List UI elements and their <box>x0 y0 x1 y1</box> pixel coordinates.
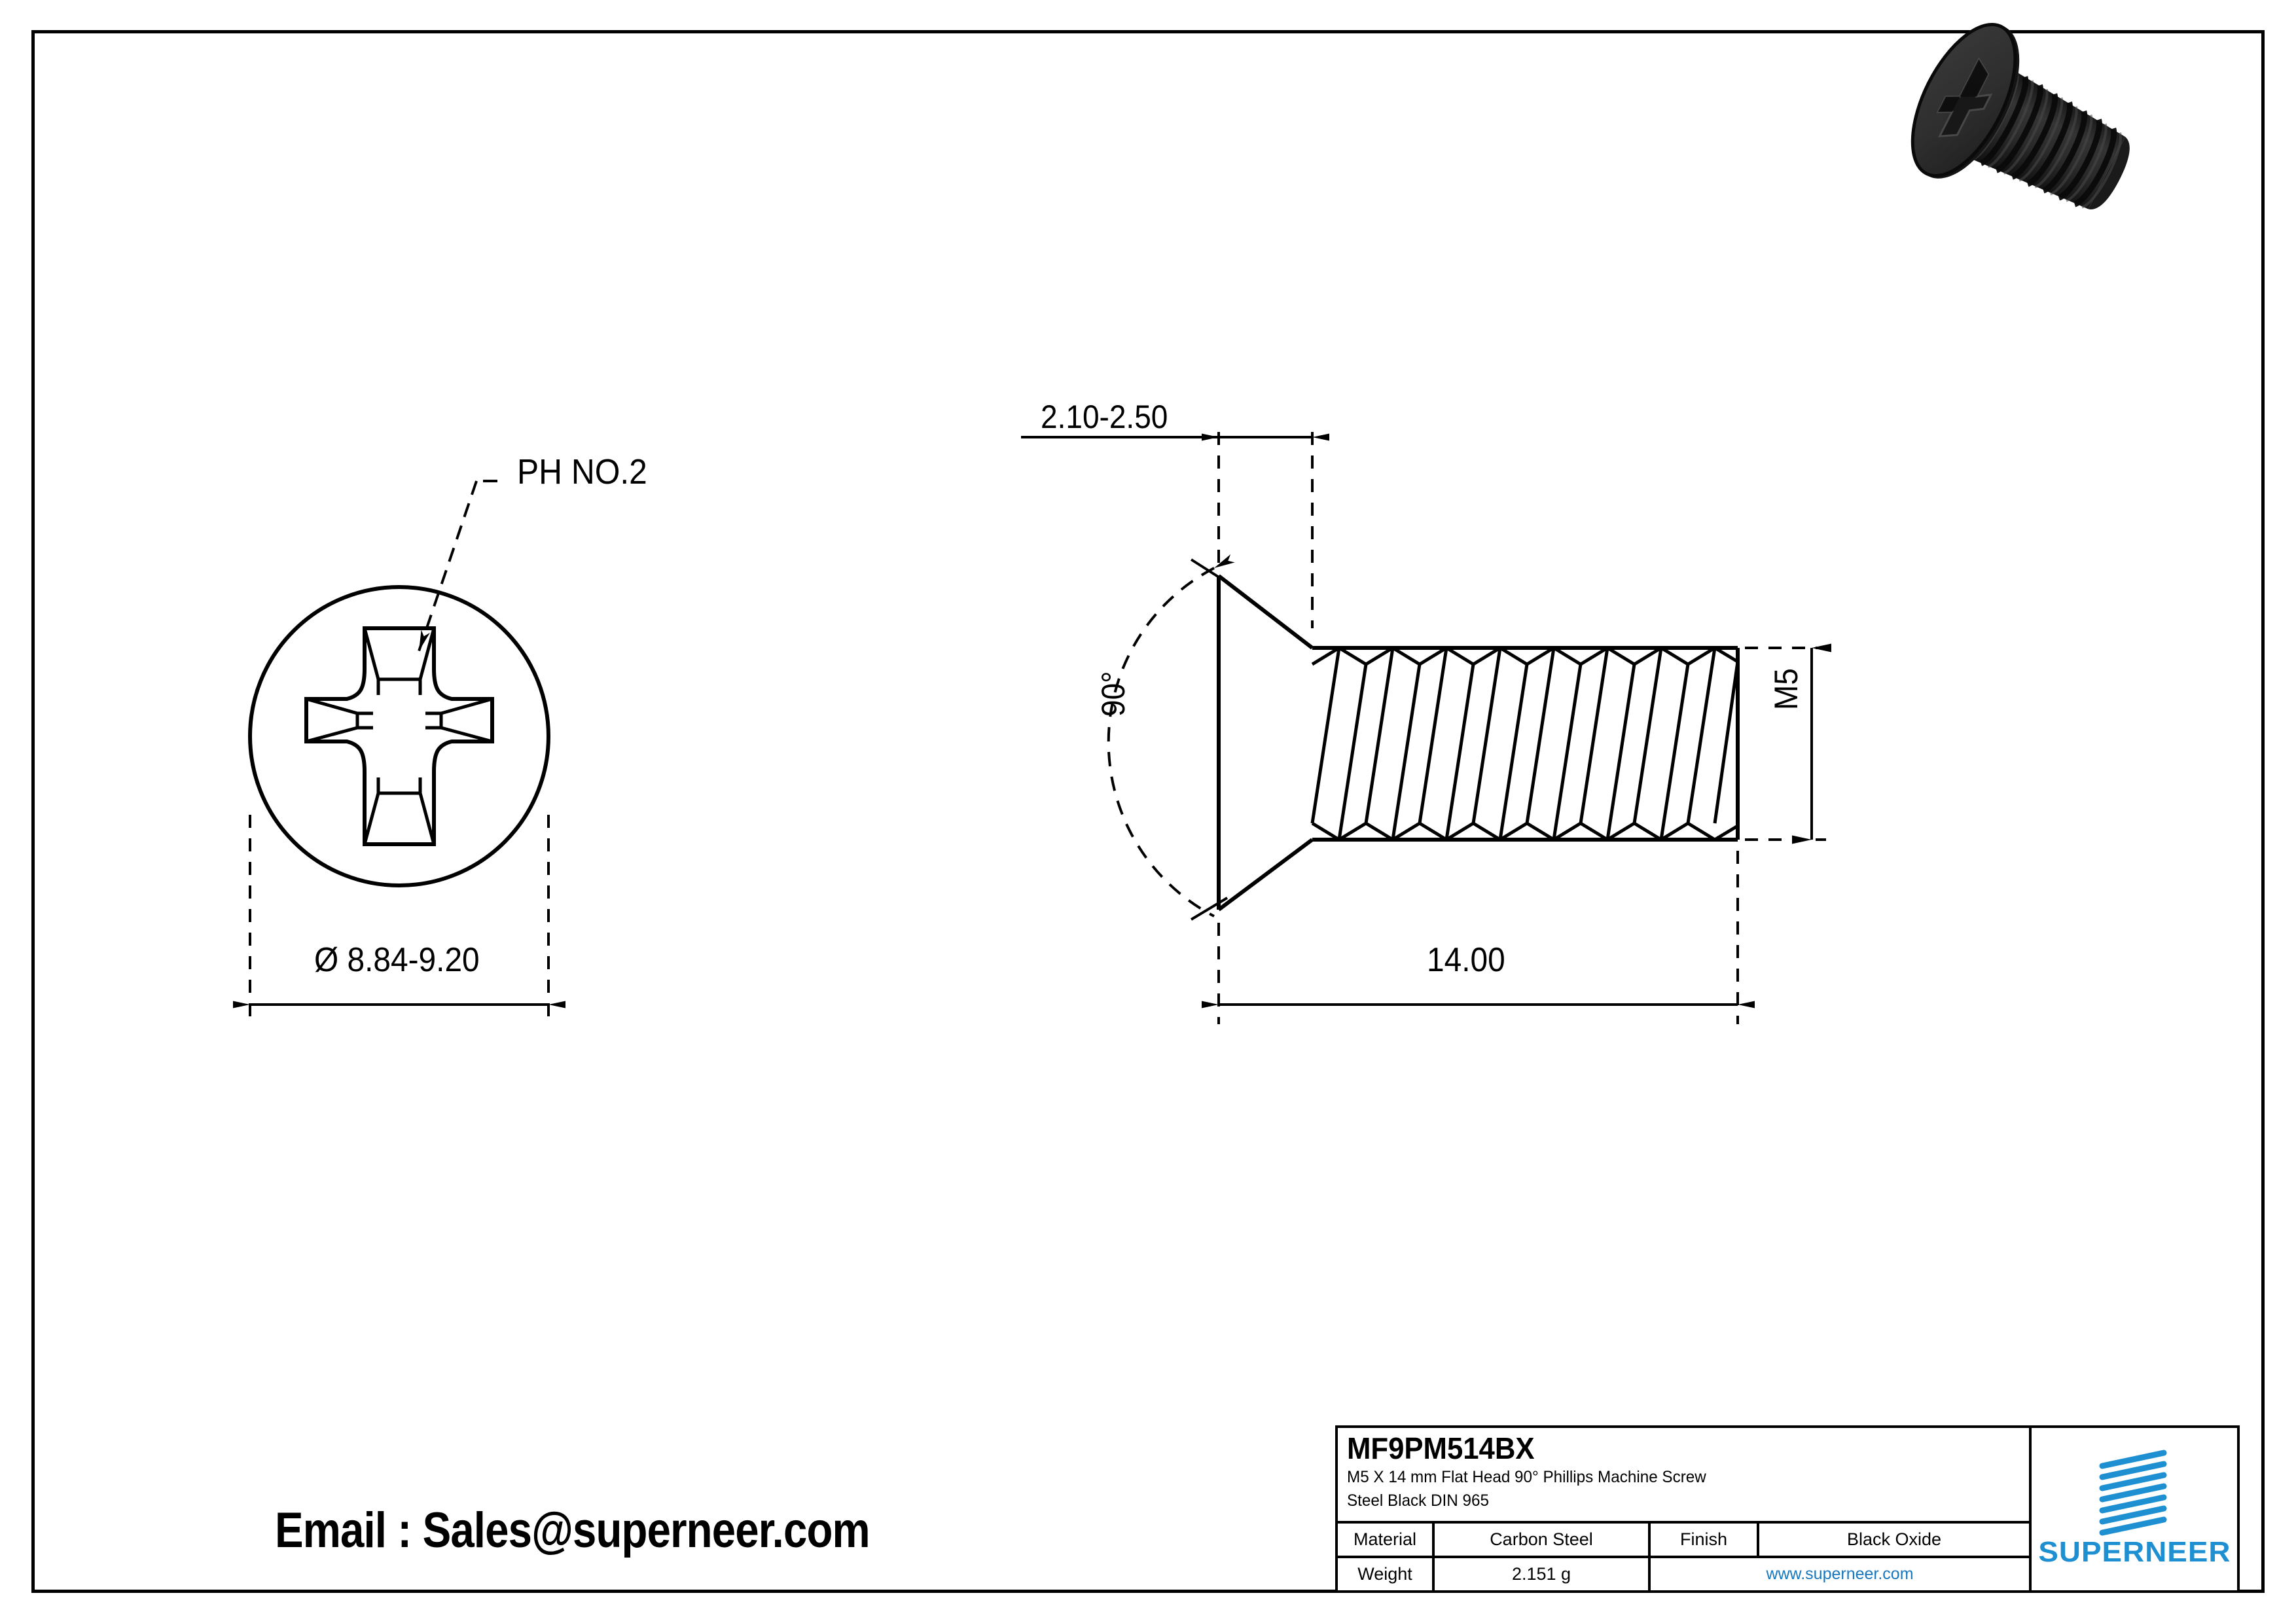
title-block-spec-rows: Material Carbon Steel Finish Black Oxide… <box>1338 1524 2029 1590</box>
weight-value: 2.151 g <box>1435 1558 1651 1590</box>
recess-callout-label: PH NO.2 <box>517 452 647 491</box>
thread-size-dimension <box>1721 643 1831 844</box>
spec-row-material: Material Carbon Steel Finish Black Oxide <box>1338 1524 2029 1558</box>
overall-length-label: 14.00 <box>1427 941 1505 979</box>
head-angle-label: 90° <box>1095 671 1132 717</box>
head-diameter-dimension <box>233 815 565 1024</box>
website-link[interactable]: www.superneer.com <box>1766 1565 1914 1583</box>
screw-3d-render <box>1910 22 2130 209</box>
title-block: MF9PM514BX M5 X 14 mm Flat Head 90° Phil… <box>1335 1425 2240 1593</box>
side-view-screw <box>1217 574 1740 912</box>
sheet-border <box>31 30 2265 1593</box>
description-line-1: M5 X 14 mm Flat Head 90° Phillips Machin… <box>1347 1467 1706 1486</box>
top-view-head <box>248 585 550 887</box>
finish-value: Black Oxide <box>1846 1529 1942 1549</box>
head-height-label: 2.10-2.50 <box>1041 399 1168 435</box>
brand-logo: SUPERNEER <box>2032 1428 2237 1590</box>
title-block-description: MF9PM514BX M5 X 14 mm Flat Head 90° Phil… <box>1338 1428 2029 1524</box>
email-label: Email : Sales@superneer.com <box>275 1503 870 1558</box>
material-label: Material <box>1338 1524 1435 1556</box>
thread-size-label: M5 <box>1768 668 1804 710</box>
finish-label: Finish <box>1651 1524 1759 1556</box>
recess-callout-leader <box>418 480 497 652</box>
title-block-info: MF9PM514BX M5 X 14 mm Flat Head 90° Phil… <box>1338 1428 2032 1590</box>
head-diameter-label: Ø 8.84-9.20 <box>314 941 480 979</box>
part-number: MF9PM514BX <box>1347 1431 1535 1465</box>
material-value: Carbon Steel <box>1435 1524 1651 1556</box>
overall-length-dimension <box>1202 851 1755 1024</box>
description-line-2: Steel Black DIN 965 <box>1347 1491 1490 1510</box>
head-height-dimension <box>1021 432 1329 628</box>
brand-wordmark: SUPERNEER <box>2037 1536 2231 1568</box>
weight-label: Weight <box>1338 1558 1435 1590</box>
head-angle-dimension <box>1107 554 1235 921</box>
spec-row-weight: Weight 2.151 g www.superneer.com <box>1338 1558 2029 1590</box>
superneer-logo-icon <box>2099 1450 2167 1536</box>
